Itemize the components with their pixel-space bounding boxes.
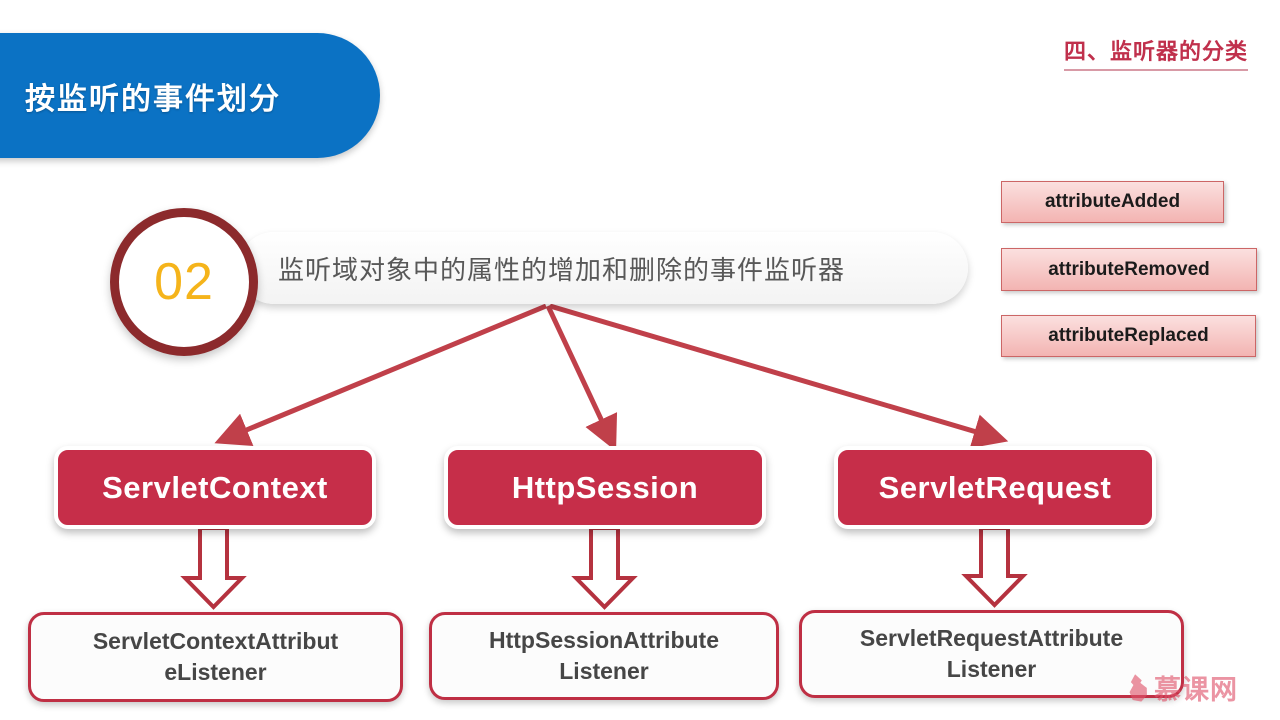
listener-label: HttpSessionAttribute Listener	[489, 625, 719, 687]
scope-box-httpsession: HttpSession	[444, 446, 766, 529]
listener-label-line1: ServletContextAttribut	[92, 627, 339, 654]
event-badge-attributeadded: attributeAdded	[1001, 181, 1224, 223]
step-number-circle: 02	[110, 208, 258, 356]
scope-box-servletcontext: ServletContext	[54, 446, 376, 529]
listener-label: ServletRequestAttribute Listener	[860, 623, 1123, 685]
section-header-underline	[1063, 69, 1248, 71]
watermark: 慕课网	[1126, 668, 1238, 707]
listener-box-servletcontextattributelistener: ServletContextAttribut eListener	[28, 612, 403, 702]
listener-label-line2: eListener	[164, 659, 267, 685]
banner-title: 按监听的事件划分	[25, 82, 281, 116]
listener-box-httpsessionattributelistener: HttpSessionAttribute Listener	[429, 612, 779, 700]
listener-label-line2: Listener	[559, 658, 649, 684]
listener-label-line1: HttpSessionAttribute	[489, 626, 719, 653]
listener-box-servletrequestattributelistener: ServletRequestAttribute Listener	[799, 610, 1184, 698]
watermark-text: 慕课网	[1154, 675, 1238, 705]
listener-label-line1: ServletRequestAttribute	[859, 624, 1124, 651]
block-arrow-servletrequest	[961, 526, 1028, 608]
event-badge-attributeremoved: attributeRemoved	[1001, 248, 1257, 291]
listener-label-line2: Listener	[946, 656, 1037, 682]
description-pill: 监听域对象中的属性的增加和删除的事件监听器	[238, 232, 968, 304]
description-text: 监听域对象中的属性的增加和删除的事件监听器	[278, 254, 846, 285]
flame-icon	[1123, 671, 1152, 703]
listener-label: ServletContextAttribut eListener	[93, 626, 338, 688]
section-header: 四、监听器的分类	[1063, 34, 1248, 71]
event-badge-attributereplaced: attributeReplaced	[1001, 315, 1256, 357]
arrow-to-servletrequest	[549, 303, 1009, 449]
arrow-to-servletcontext	[214, 303, 547, 447]
scope-box-servletrequest: ServletRequest	[834, 446, 1156, 529]
slide-banner: 按监听的事件划分	[0, 33, 380, 158]
arrow-to-httpsession	[545, 304, 618, 452]
section-header-text: 四、监听器的分类	[1063, 39, 1248, 64]
step-number: 02	[154, 253, 214, 311]
block-arrow-httpsession	[571, 526, 638, 610]
block-arrow-servletcontext	[180, 526, 247, 610]
